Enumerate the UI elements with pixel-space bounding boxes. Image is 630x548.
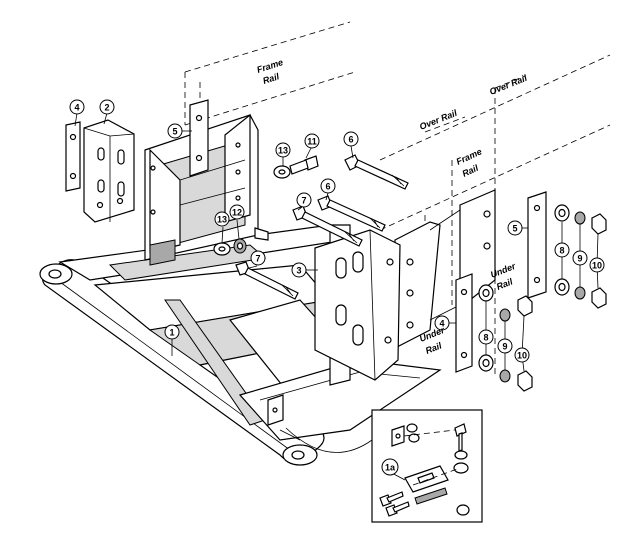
label-over-rail-right-text: Over Rail	[488, 73, 529, 97]
label-over-rail-left: Over Rail	[418, 108, 459, 132]
callout-1a: 1a	[381, 458, 399, 476]
callout-1-text: 1	[169, 328, 174, 338]
nut-13-low	[213, 242, 231, 256]
label-under-rail-left-line2: Rail	[424, 340, 444, 356]
callout-9-right-text: 9	[577, 254, 582, 264]
bolt-7-upper	[292, 205, 363, 247]
callout-13-low-text: 13	[217, 215, 227, 225]
callout-1: 1	[164, 324, 180, 340]
spacer-plate-4-left	[65, 121, 81, 192]
bracket-plate-2	[83, 119, 135, 223]
label-frame-rail-right-line2: Rail	[461, 163, 481, 179]
spacer-plate-4-right	[455, 273, 473, 373]
label-frame-rail-top-line1: Frame	[256, 57, 285, 75]
nut-10-stack	[517, 213, 607, 392]
label-over-rail-left-text: Over Rail	[418, 108, 459, 132]
callout-7-lower: 7	[250, 250, 266, 266]
callout-3: 3	[291, 262, 307, 278]
label-frame-rail-top: Frame Rail	[256, 57, 285, 86]
callout-7-upper-text: 7	[301, 196, 306, 206]
callout-11-text: 11	[307, 137, 317, 147]
callout-9-lower-text: 9	[502, 342, 507, 352]
callout-7-lower-text: 7	[255, 254, 260, 264]
callout-5-top-text: 5	[172, 127, 177, 137]
callout-11: 11	[304, 133, 320, 149]
callout-8-lower: 8	[478, 329, 494, 345]
callout-5-top: 5	[167, 123, 183, 139]
callout-8-right-text: 8	[559, 246, 564, 256]
label-frame-rail-right: Frame Rail	[455, 146, 484, 178]
callout-13-low: 13	[214, 211, 230, 227]
callout-10-right: 10	[589, 257, 605, 273]
callout-5-right: 5	[507, 220, 523, 236]
callout-6-lower-text: 6	[325, 182, 330, 192]
callout-4-right-text: 4	[439, 319, 444, 329]
inset-detail	[285, 409, 483, 523]
label-frame-rail-right-line1: Frame	[455, 146, 484, 166]
nut-13-top	[273, 165, 291, 179]
callout-10-lower: 10	[514, 347, 530, 363]
callout-3-text: 3	[296, 266, 301, 276]
callout-9-lower: 9	[497, 338, 513, 354]
callout-8-lower-text: 8	[483, 333, 488, 343]
callout-2-text: 2	[104, 103, 109, 113]
bolt-6-lower	[317, 195, 386, 232]
callout-1a-text: 1a	[385, 463, 396, 473]
label-frame-rail-top-line2: Rail	[262, 71, 281, 86]
callout-4-left: 4	[69, 99, 85, 115]
callout-6-top-text: 6	[348, 135, 353, 145]
label-under-rail-right-line2: Rail	[495, 276, 515, 292]
callout-13-top-text: 13	[278, 146, 288, 156]
callout-6-top: 6	[343, 131, 359, 147]
label-over-rail-right: Over Rail	[488, 73, 529, 97]
callout-12: 12	[229, 204, 245, 220]
callout-10-right-text: 10	[592, 261, 602, 271]
bolt-11	[289, 155, 319, 175]
callout-6-lower: 6	[320, 178, 336, 194]
bolt-6-top	[344, 154, 409, 190]
callout-5-right-text: 5	[512, 224, 517, 234]
callout-4-left-text: 4	[74, 103, 79, 113]
washer-12	[233, 238, 247, 254]
mounting-plate-5-right	[527, 191, 547, 299]
callout-8-right: 8	[554, 242, 570, 258]
callout-2: 2	[99, 99, 115, 115]
washer-8-stack	[478, 204, 570, 372]
callout-9-right: 9	[572, 250, 588, 266]
callout-4-right: 4	[434, 315, 450, 331]
callout-10-lower-text: 10	[517, 351, 527, 361]
callout-13-top: 13	[275, 142, 291, 158]
bolt-7-lower	[235, 261, 299, 300]
bracket-plate-3	[314, 229, 401, 381]
callout-7-upper: 7	[296, 192, 312, 208]
callout-12-text: 12	[232, 208, 242, 218]
mounting-plate-5-top	[189, 99, 209, 177]
